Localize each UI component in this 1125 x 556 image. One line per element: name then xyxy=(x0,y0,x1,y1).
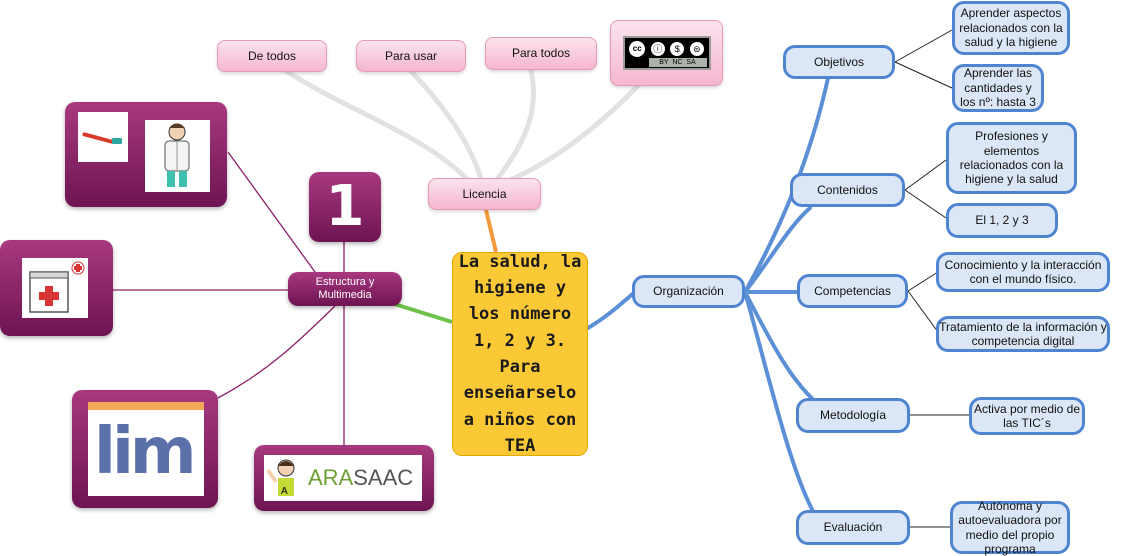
arasaac-figure-icon: A xyxy=(266,459,295,497)
toothbrush-icon xyxy=(82,132,122,144)
competencias-node[interactable]: Competencias xyxy=(797,274,908,308)
number-one-label: 1 xyxy=(325,174,365,240)
svg-text:A: A xyxy=(281,486,288,497)
estructura-node[interactable]: Estructura y Multimedia xyxy=(288,272,402,306)
arasaac-logo-node[interactable]: A ARA SAAC xyxy=(254,445,434,511)
doctor-icon xyxy=(164,123,190,187)
hygiene-images-node[interactable] xyxy=(65,102,227,207)
metodologia-node[interactable]: Metodología xyxy=(796,398,910,433)
contenidos-node[interactable]: Contenidos xyxy=(790,173,905,207)
evaluacion-1[interactable]: Autónoma y autoevaluadora por medio del … xyxy=(950,499,1070,556)
organizacion-node[interactable]: Organización xyxy=(632,275,745,308)
arasaac-saac: SAAC xyxy=(353,464,414,490)
estructura-label: Estructura y Multimedia xyxy=(315,275,375,301)
doctor-card xyxy=(145,120,210,192)
cc-symbol: cc xyxy=(629,41,646,57)
arasaac-logo-card: A ARA SAAC xyxy=(264,455,422,501)
first-aid-card xyxy=(22,258,88,318)
evaluacion-node[interactable]: Evaluación xyxy=(796,510,910,545)
metodologia-1[interactable]: Activa por medio de las TIC´s xyxy=(969,397,1085,435)
licencia-node[interactable]: Licencia xyxy=(428,178,541,210)
first-aid-node[interactable] xyxy=(0,240,113,336)
lim-logo-node[interactable]: lim xyxy=(72,390,218,508)
contenido-2[interactable]: El 1, 2 y 3 xyxy=(946,203,1058,238)
toothbrush-card xyxy=(78,112,128,162)
lim-logo-text: lim xyxy=(94,415,197,489)
contenido-1[interactable]: Profesiones y elementos relacionados con… xyxy=(946,122,1077,194)
competencia-1[interactable]: Conocimiento y la interacción con el mun… xyxy=(936,252,1110,292)
central-topic[interactable]: La salud, la higiene y los número 1, 2 y… xyxy=(452,252,588,456)
licence-item-2[interactable]: Para usar xyxy=(356,40,466,72)
by-symbol: ⓘ xyxy=(650,42,665,56)
nc-symbol: $ xyxy=(670,42,685,56)
objetivo-2[interactable]: Aprender las cantidades y los nº: hasta … xyxy=(952,64,1044,112)
objetivos-node[interactable]: Objetivos xyxy=(783,45,895,79)
objetivo-1[interactable]: Aprender aspectos relacionados con la sa… xyxy=(952,1,1070,55)
first-aid-kit-icon xyxy=(29,261,85,313)
licence-item-1[interactable]: De todos xyxy=(217,40,327,72)
lim-logo-card: lim xyxy=(88,402,204,496)
competencia-2[interactable]: Tratamiento de la información y competen… xyxy=(936,316,1110,352)
arasaac-ara: ARA xyxy=(308,464,354,490)
sa-symbol: ⊜ xyxy=(689,42,704,56)
licence-item-3[interactable]: Para todos xyxy=(485,37,597,70)
cc-license-badge-node[interactable]: cc ⓘ $ ⊜ BY NC SA xyxy=(610,20,723,86)
cc-badge-text: BY NC SA xyxy=(648,58,707,67)
number-one-tile[interactable]: 1 xyxy=(309,172,381,242)
cc-by-nc-sa-icon: cc ⓘ $ ⊜ BY NC SA xyxy=(622,36,711,70)
